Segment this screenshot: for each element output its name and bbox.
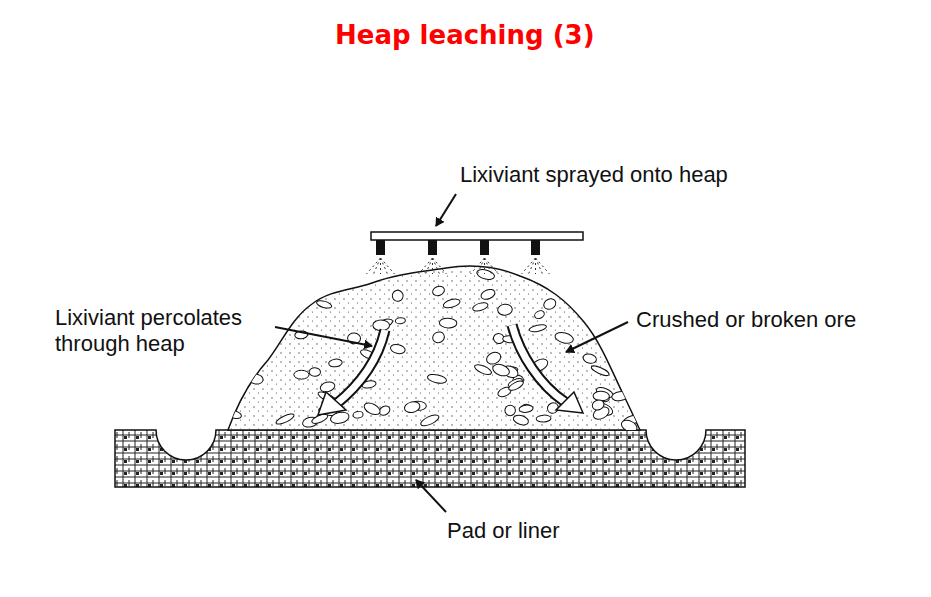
pad-liner <box>115 430 745 487</box>
ore-piece <box>519 404 534 413</box>
spray-stroke <box>535 258 536 274</box>
spray-stroke <box>522 258 536 274</box>
ore-piece <box>512 413 529 426</box>
ore-piece <box>442 297 461 309</box>
ore-piece <box>395 317 406 324</box>
ore-piece <box>529 323 547 333</box>
spray-stroke <box>471 258 485 274</box>
ore-piece <box>328 358 342 367</box>
ore-piece <box>390 343 407 355</box>
ore-piece <box>485 350 503 366</box>
ore-piece <box>427 373 448 385</box>
ore-piece <box>536 415 551 423</box>
spray-stroke <box>484 258 485 274</box>
spray-stroke <box>529 258 536 274</box>
ore-piece <box>620 418 639 434</box>
ore-piece <box>228 410 242 420</box>
ore-piece <box>473 363 492 377</box>
slide-title: Heap leaching (3) <box>335 20 595 51</box>
spray-stroke <box>374 258 381 274</box>
ore-pieces <box>228 268 642 434</box>
ore-piece <box>248 373 264 385</box>
callout-label: Pad or liner <box>447 518 560 544</box>
ore-piece <box>362 401 382 417</box>
leader-lines <box>275 194 628 512</box>
spray-stroke <box>485 258 492 274</box>
ore-piece <box>590 364 610 377</box>
spray-stroke <box>433 258 447 274</box>
ore-piece <box>439 318 457 329</box>
spray-stroke <box>381 258 388 274</box>
spray-stroke <box>380 258 381 274</box>
ore-piece <box>533 309 545 320</box>
spray-stroke <box>432 258 433 274</box>
callout-label: Lixiviant sprayed onto heap <box>460 162 728 188</box>
spray-bar <box>367 232 584 274</box>
spray-stroke <box>426 258 433 274</box>
ore-piece <box>491 362 511 378</box>
spray-stroke <box>485 258 499 274</box>
ore-piece <box>554 331 575 345</box>
spray-stroke <box>478 258 485 274</box>
ore-piece <box>472 301 489 313</box>
ore-piece <box>476 268 496 281</box>
ore-piece <box>419 413 440 428</box>
flow-arrows <box>318 325 583 415</box>
ore-piece <box>294 370 309 379</box>
ore-piece <box>611 390 629 401</box>
spray-stroke <box>419 258 433 274</box>
ore-piece <box>582 353 597 365</box>
ore-piece <box>507 379 524 392</box>
ore-piece <box>275 412 295 426</box>
ore-piece <box>542 297 557 311</box>
spray-stroke <box>367 258 381 274</box>
callout-label: Crushed or broken ore <box>636 307 856 333</box>
callout-label: Lixiviant percolates through heap <box>55 305 270 358</box>
ore-piece <box>353 411 364 419</box>
spray-stroke <box>433 258 440 274</box>
ore-piece <box>309 367 321 376</box>
spray-stroke <box>536 258 550 274</box>
ore-piece <box>480 287 497 301</box>
ore-piece <box>391 289 405 303</box>
spray-stroke <box>536 258 543 274</box>
ore-texture <box>220 260 650 432</box>
ore-piece <box>431 330 446 345</box>
ore-piece <box>593 391 610 401</box>
spray-stroke <box>381 258 395 274</box>
ore-piece <box>503 404 517 418</box>
ore-piece <box>316 299 333 309</box>
ore-piece <box>591 398 606 411</box>
ore-piece <box>403 400 421 414</box>
ore-piece <box>497 304 512 316</box>
ore-piece <box>431 285 445 298</box>
